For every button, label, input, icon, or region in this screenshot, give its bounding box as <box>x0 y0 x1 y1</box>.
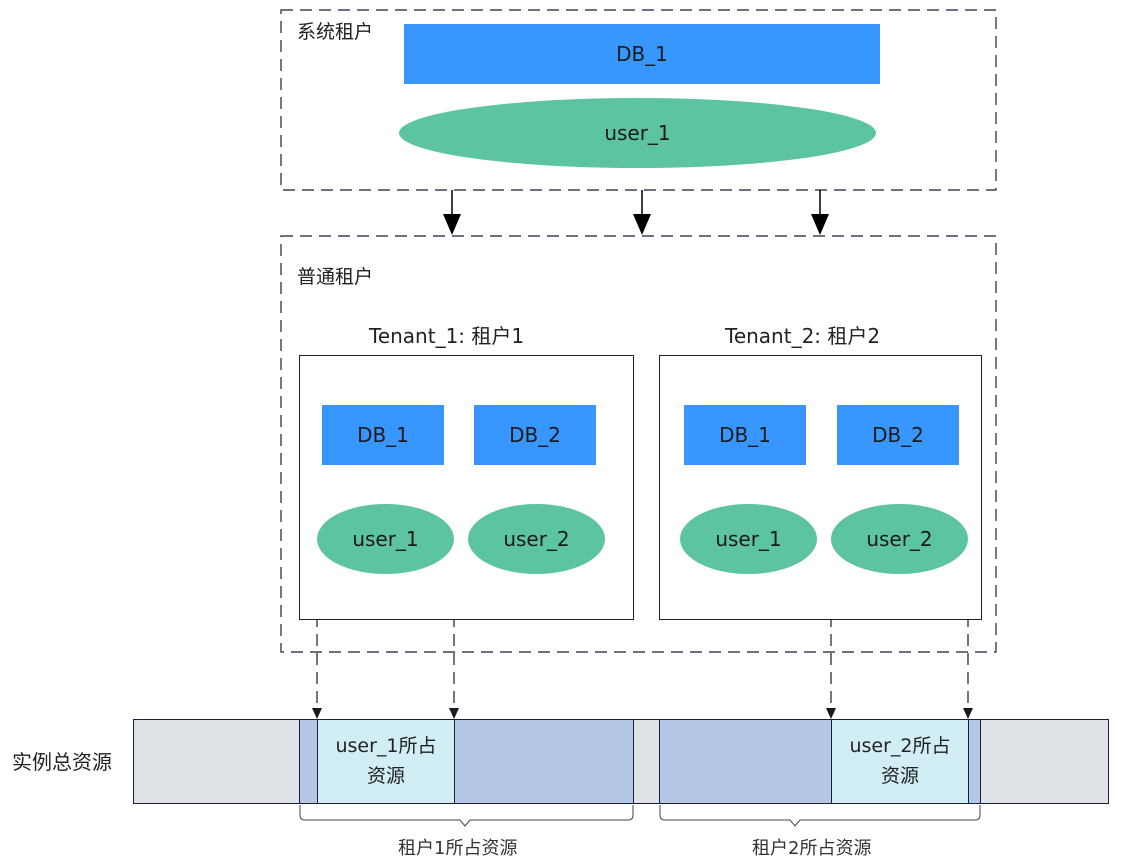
tenant1-brace <box>299 805 634 827</box>
inherit-arrow <box>811 190 829 235</box>
tenant1-user2: user_2 <box>468 504 605 574</box>
tenant2-user2: user_2 <box>831 504 968 574</box>
user1-resource-text: user_1所占 资源 <box>317 731 455 791</box>
user2-resource-line1: user_2所占 <box>849 735 951 757</box>
tenant2-brace <box>659 805 981 827</box>
system-user: user_1 <box>399 98 876 168</box>
system-tenant-label: 系统租户 <box>297 21 374 43</box>
tenant1-db1: DB_1 <box>322 405 444 465</box>
tenant1-brace-label: 租户1所占资源 <box>398 838 518 859</box>
tenant2-user1: user_1 <box>680 504 817 574</box>
user1-resource-segment <box>317 719 455 804</box>
user1-resource-line2: 资源 <box>366 765 405 787</box>
inherit-arrow <box>443 190 461 235</box>
tenant2-box <box>659 355 982 620</box>
total-resource-label: 实例总资源 <box>12 750 112 774</box>
user2-resource-segment <box>831 719 969 804</box>
user2-resource-text: user_2所占 资源 <box>831 731 969 791</box>
normal-tenant-label: 普通租户 <box>297 266 374 288</box>
tenant2-title: Tenant_2: 租户2 <box>725 324 881 348</box>
tenant2-db2: DB_2 <box>837 405 959 465</box>
tenant2-brace-label: 租户2所占资源 <box>752 838 872 859</box>
tenant1-box <box>299 355 634 620</box>
tenant1-user1: user_1 <box>317 504 454 574</box>
tenant1-db2: DB_2 <box>474 405 596 465</box>
tenant1-title: Tenant_1: 租户1 <box>369 324 525 348</box>
user1-resource-line1: user_1所占 <box>335 735 437 757</box>
tenant2-db1: DB_1 <box>684 405 806 465</box>
inherit-arrow <box>633 190 651 235</box>
system-tenant-box <box>280 9 997 191</box>
system-db: DB_1 <box>404 24 880 84</box>
user2-resource-line2: 资源 <box>880 765 919 787</box>
normal-tenant-box <box>280 235 997 653</box>
